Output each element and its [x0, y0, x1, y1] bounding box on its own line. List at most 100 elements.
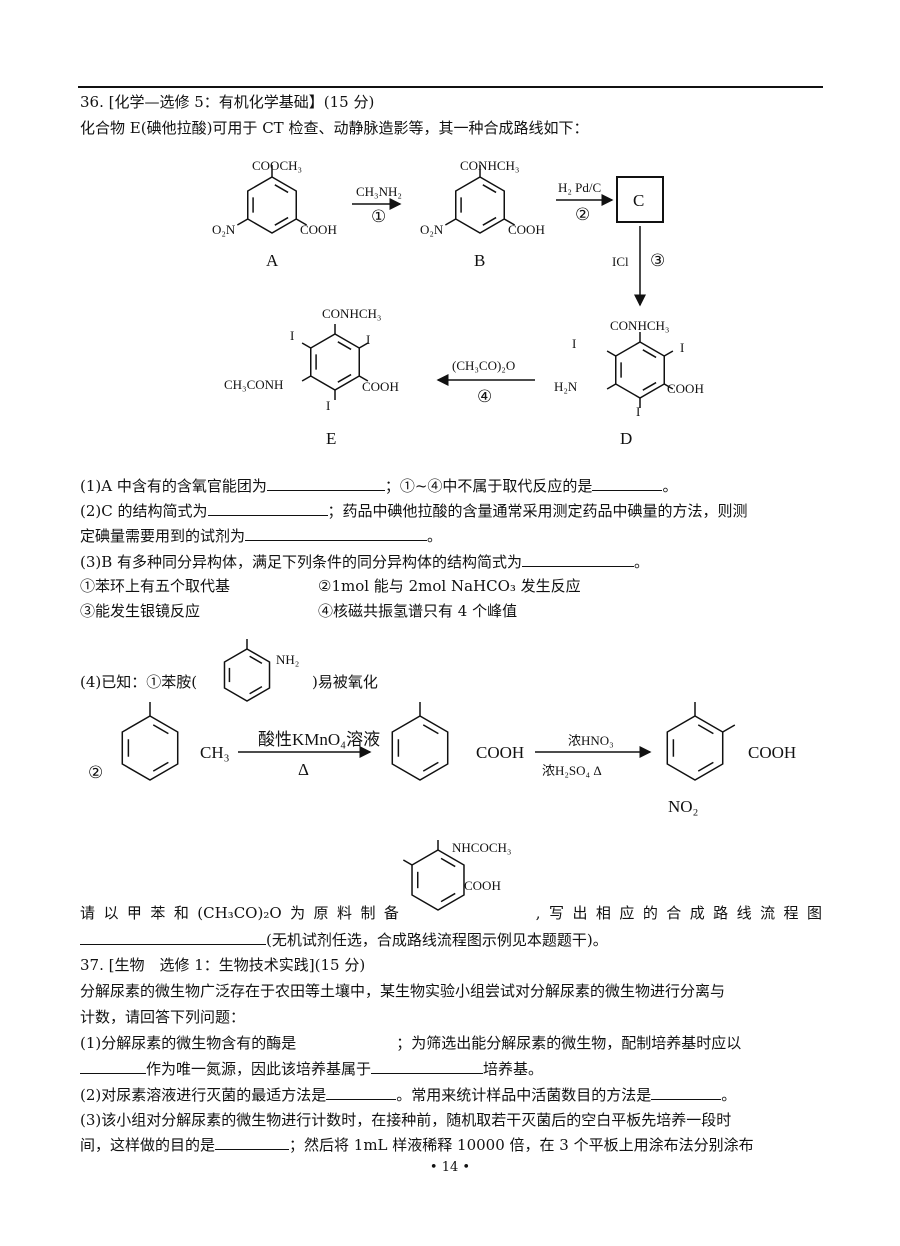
A-label: A [266, 251, 279, 270]
substituent-bond [295, 218, 308, 226]
q37-part1: (1)分解尿素的微生物含有的酶是；为筛选出能分解尿素的微生物，配制培养基时应以 [80, 1033, 741, 1053]
q37-part3-cont: 间，这样做的目的是；然后将 1mL 样液稀释 10000 倍，在 3 个平板上用… [80, 1135, 754, 1155]
substituent-bond [236, 218, 249, 226]
text: 为 [290, 904, 306, 922]
q36-part4-b: )易被氧化 [312, 673, 378, 691]
double-bond [697, 724, 714, 735]
text: 。 [427, 527, 443, 545]
text: ；为筛选出能分解尿素的微生物，配制培养基时应以 [396, 1034, 742, 1052]
text: 出 [572, 904, 588, 922]
text: 料 [336, 904, 352, 922]
route-condition-2: 浓H₂SO₄ Δ [542, 763, 602, 778]
benzene-ring-E [310, 333, 360, 391]
condition-1: ①苯环上有五个取代基 [80, 577, 231, 595]
double-bond [274, 216, 289, 226]
A-right-group: COOH [300, 222, 337, 237]
q37-part1-cont: 作为唯一氮源，因此该培养基属于培养基。 [80, 1059, 543, 1079]
text: 作为唯一氮源，因此该培养基属于 [146, 1060, 372, 1078]
substituent-bond [358, 375, 369, 382]
text: 写 [549, 904, 565, 922]
text: (3)B 有多种同分异构体，满足下列条件的同分异构体的结构简式为 [80, 553, 523, 571]
double-bond [482, 216, 497, 226]
target-ring [411, 849, 465, 911]
answer-blank [371, 1059, 484, 1074]
q36-part3: (3)B 有多种同分异构体，满足下列条件的同分异构体的结构简式为 。 [80, 552, 649, 572]
answer-blank [651, 1085, 722, 1100]
text: 以 [103, 904, 119, 922]
route-reagent-2: 浓HNO₃ [568, 733, 614, 748]
double-bond [274, 184, 289, 194]
top-rule [78, 86, 823, 88]
text: ；药品中碘他拉酸的含量通常采用测定药品中碘量的方法，则测 [327, 502, 748, 520]
double-bond [249, 655, 263, 664]
double-bond [642, 381, 657, 391]
target-top-group: NHCOCH₃ [452, 840, 511, 855]
text: 制 [360, 904, 376, 922]
text: 请 [80, 904, 96, 922]
step3-number: ③ [650, 251, 665, 270]
text: 相 [595, 904, 611, 922]
double-bond [482, 184, 497, 194]
B-right-group: COOH [508, 222, 545, 237]
double-bond [422, 724, 439, 735]
answer-blank [592, 476, 663, 491]
substituent-bond [402, 859, 413, 866]
text: (CH₃CO)₂O [197, 904, 282, 922]
q36-part1: (1)A 中含有的含氧官能团为；①~④中不属于取代反应的是。 [80, 476, 677, 496]
text: 线 [736, 904, 752, 922]
benzene-ring-A [247, 176, 297, 234]
aniline-ring [223, 648, 271, 702]
text: (2)C 的结构简式为 [80, 502, 208, 520]
benzoic-acid-cooh: COOH [476, 743, 524, 762]
text: (无机试剂任选，合成路线流程图示例见本题题干)。 [266, 931, 608, 949]
benzoic-acid-ring [391, 715, 449, 781]
A-left-group: O₂N [212, 222, 236, 237]
D-iodine: I [636, 404, 640, 419]
benzene-ring-D [615, 341, 665, 399]
q37-part2: (2)对尿素溶液进行灭菌的最适方法是。常用来统计样品中活菌数目的方法是。 [80, 1085, 736, 1105]
answer-blank [207, 501, 328, 516]
D-iodine: I [572, 336, 576, 351]
q36-part4-a: (4)已知：①苯胺( [80, 673, 198, 691]
double-bond [152, 724, 169, 735]
double-bond [440, 892, 456, 903]
D-left-group: H₂N [554, 379, 578, 394]
step1-number: ① [371, 207, 386, 226]
step4-reagent: (CH₃CO)₂O [452, 358, 515, 373]
condition-2: ②1mol 能与 2mol NaHCO₃ 发生反应 [318, 577, 581, 595]
substituent-bond [663, 350, 674, 357]
toluene-ch3: CH₃ [200, 743, 230, 762]
double-bond [249, 686, 263, 695]
E-right-group: COOH [362, 379, 399, 394]
text: 甲 [126, 904, 142, 922]
substituent-bond [663, 383, 674, 390]
substituent-bond [606, 350, 617, 357]
q37-intro-1: 分解尿素的微生物广泛存在于农田等土壤中，某生物实验小组尝试对分解尿素的微生物进行… [80, 982, 726, 1000]
text: 成 [689, 904, 705, 922]
double-bond [440, 857, 456, 868]
q37-part3: (3)该小组对分解尿素的微生物进行计数时，在接种前，随机取若干灭菌后的空白平板先… [80, 1111, 732, 1129]
route-number: ② [88, 763, 103, 782]
double-bond [337, 373, 352, 383]
substituent-bond [722, 724, 736, 733]
q36-part2: (2)C 的结构简式为 ；药品中碘他拉酸的含量通常采用测定药品中碘量的方法，则测 [80, 501, 748, 521]
step4-number: ④ [477, 387, 492, 406]
text: 图 [806, 904, 822, 922]
q37-title: 37. [生物 选修 1：生物技术实践](15 分) [80, 956, 366, 974]
text: 。 [721, 1086, 737, 1104]
E-label: E [326, 429, 336, 448]
text: 流 [760, 904, 776, 922]
C-label: C [633, 191, 644, 210]
q36-title: 36. [化学—选修 5：有机化学基础】(15 分) [80, 93, 375, 111]
double-bond [697, 761, 714, 772]
text: 。 [634, 553, 650, 571]
B-left-group: O₂N [420, 222, 444, 237]
answer-blank [80, 1059, 146, 1074]
text: 间，这样做的目的是 [80, 1136, 216, 1154]
step2-number: ② [575, 205, 590, 224]
answer-blank [326, 1085, 397, 1100]
A-top-group: COOCH₃ [252, 158, 302, 173]
nitro-product-cooh: COOH [748, 743, 796, 762]
